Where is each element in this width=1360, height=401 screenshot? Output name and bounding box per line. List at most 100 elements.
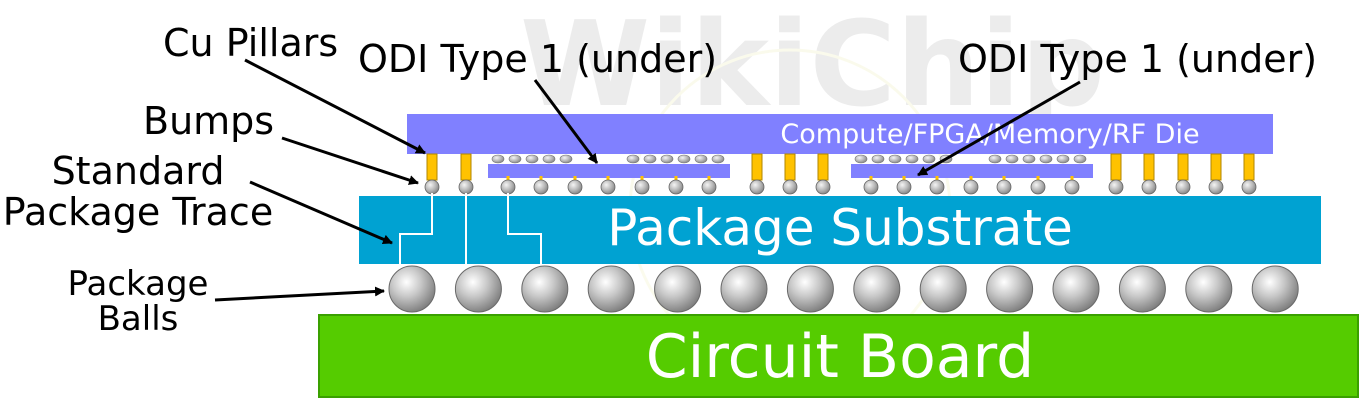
circuit-board — [318, 314, 1359, 398]
bump — [782, 179, 798, 195]
cu-pillar — [1177, 153, 1189, 181]
arrow-trace — [249, 180, 393, 245]
bump — [600, 179, 616, 195]
odi-bridge-right — [851, 164, 1093, 178]
arrow-cu-pillars — [244, 58, 426, 155]
package-ball — [720, 265, 768, 313]
cu-pillar — [1143, 153, 1155, 181]
die-layer — [407, 114, 1273, 154]
odi-micro-bump — [542, 154, 556, 164]
label-balls-line1: Package — [68, 264, 209, 304]
bump — [1208, 179, 1224, 195]
package-ball — [388, 265, 436, 313]
bump — [749, 179, 765, 195]
odi-micro-bump — [854, 154, 868, 164]
bump — [500, 179, 516, 195]
bump — [634, 179, 650, 195]
bump — [1030, 179, 1046, 195]
board-label: Circuit Board — [646, 322, 1035, 392]
odi-micro-bump — [643, 154, 657, 164]
bump — [567, 179, 583, 195]
trace-1 — [399, 193, 433, 264]
odi-micro-bump — [988, 154, 1002, 164]
bump — [424, 179, 440, 195]
cu-pillar — [460, 153, 472, 181]
odi-micro-bump — [1056, 154, 1070, 164]
cu-pillar — [1210, 153, 1222, 181]
package-ball — [521, 265, 569, 313]
odi-micro-bump — [1022, 154, 1036, 164]
substrate-label: Package Substrate — [607, 199, 1073, 257]
odi-micro-bump — [871, 154, 885, 164]
package-ball — [786, 265, 834, 313]
arrow-bumps — [281, 136, 419, 185]
bump — [701, 179, 717, 195]
odi-bridge-left — [488, 164, 730, 178]
package-ball — [454, 265, 502, 313]
package-traces — [399, 193, 542, 264]
odi-micro-bump — [905, 154, 919, 164]
package-substrate — [359, 196, 1321, 264]
odi-micro-bump — [711, 154, 725, 164]
arrow-balls — [214, 286, 385, 302]
package-ball — [1052, 265, 1100, 313]
package-ball — [587, 265, 635, 313]
cu-pillar — [1243, 153, 1255, 181]
bump — [996, 179, 1012, 195]
bump — [1108, 179, 1124, 195]
label-odi-right: ODI Type 1 (under) — [958, 37, 1317, 81]
odi-micro-bump — [694, 154, 708, 164]
package-ball — [986, 265, 1034, 313]
odi-micro-bump — [677, 154, 691, 164]
cu-pillar — [817, 153, 829, 181]
package-balls-group — [388, 265, 1299, 313]
package-ball — [853, 265, 901, 313]
bump — [1241, 179, 1257, 195]
cu-pillar — [784, 153, 796, 181]
odi-micro-bump — [1039, 154, 1053, 164]
odi-micro-bump — [626, 154, 640, 164]
package-ball — [1185, 265, 1233, 313]
cu-pillar — [426, 153, 438, 181]
bump — [1141, 179, 1157, 195]
bumps-group — [424, 176, 1257, 195]
bump — [1064, 179, 1080, 195]
bump — [815, 179, 831, 195]
label-cu-pillars: Cu Pillars — [163, 21, 338, 65]
odi-micro-bump — [1005, 154, 1019, 164]
watermark-text: WikiChip — [520, 0, 1105, 133]
odi-micro-bump — [525, 154, 539, 164]
bump — [929, 179, 945, 195]
label-balls-line2: Balls — [98, 299, 179, 339]
arrow-odi-right — [917, 80, 1081, 177]
odi-micro-bump — [559, 154, 573, 164]
odi-micro-bump — [1073, 154, 1087, 164]
cu-pillar — [751, 153, 763, 181]
label-bumps: Bumps — [143, 99, 274, 143]
odi-micro-bump — [888, 154, 902, 164]
trace-3 — [507, 193, 542, 264]
package-ball — [1118, 265, 1166, 313]
arrow-odi-left — [533, 79, 599, 164]
watermark: WikiChip — [520, 0, 1105, 372]
bump — [896, 179, 912, 195]
bump — [863, 179, 879, 195]
odi-micro-bumps-group — [491, 154, 1087, 164]
odi-micro-bump — [660, 154, 674, 164]
odi-micro-bump — [491, 154, 505, 164]
label-trace-line2: Package Trace — [3, 190, 273, 234]
cu-pillar — [1110, 153, 1122, 181]
odi-micro-bump — [508, 154, 522, 164]
package-ball — [654, 265, 702, 313]
bump — [1175, 179, 1191, 195]
bump — [533, 179, 549, 195]
label-odi-left: ODI Type 1 (under) — [358, 37, 717, 81]
bump — [963, 179, 979, 195]
odi-micro-bump — [922, 154, 936, 164]
bump — [458, 179, 474, 195]
package-ball — [919, 265, 967, 313]
cu-pillars-group — [426, 153, 1255, 181]
package-ball — [1251, 265, 1299, 313]
